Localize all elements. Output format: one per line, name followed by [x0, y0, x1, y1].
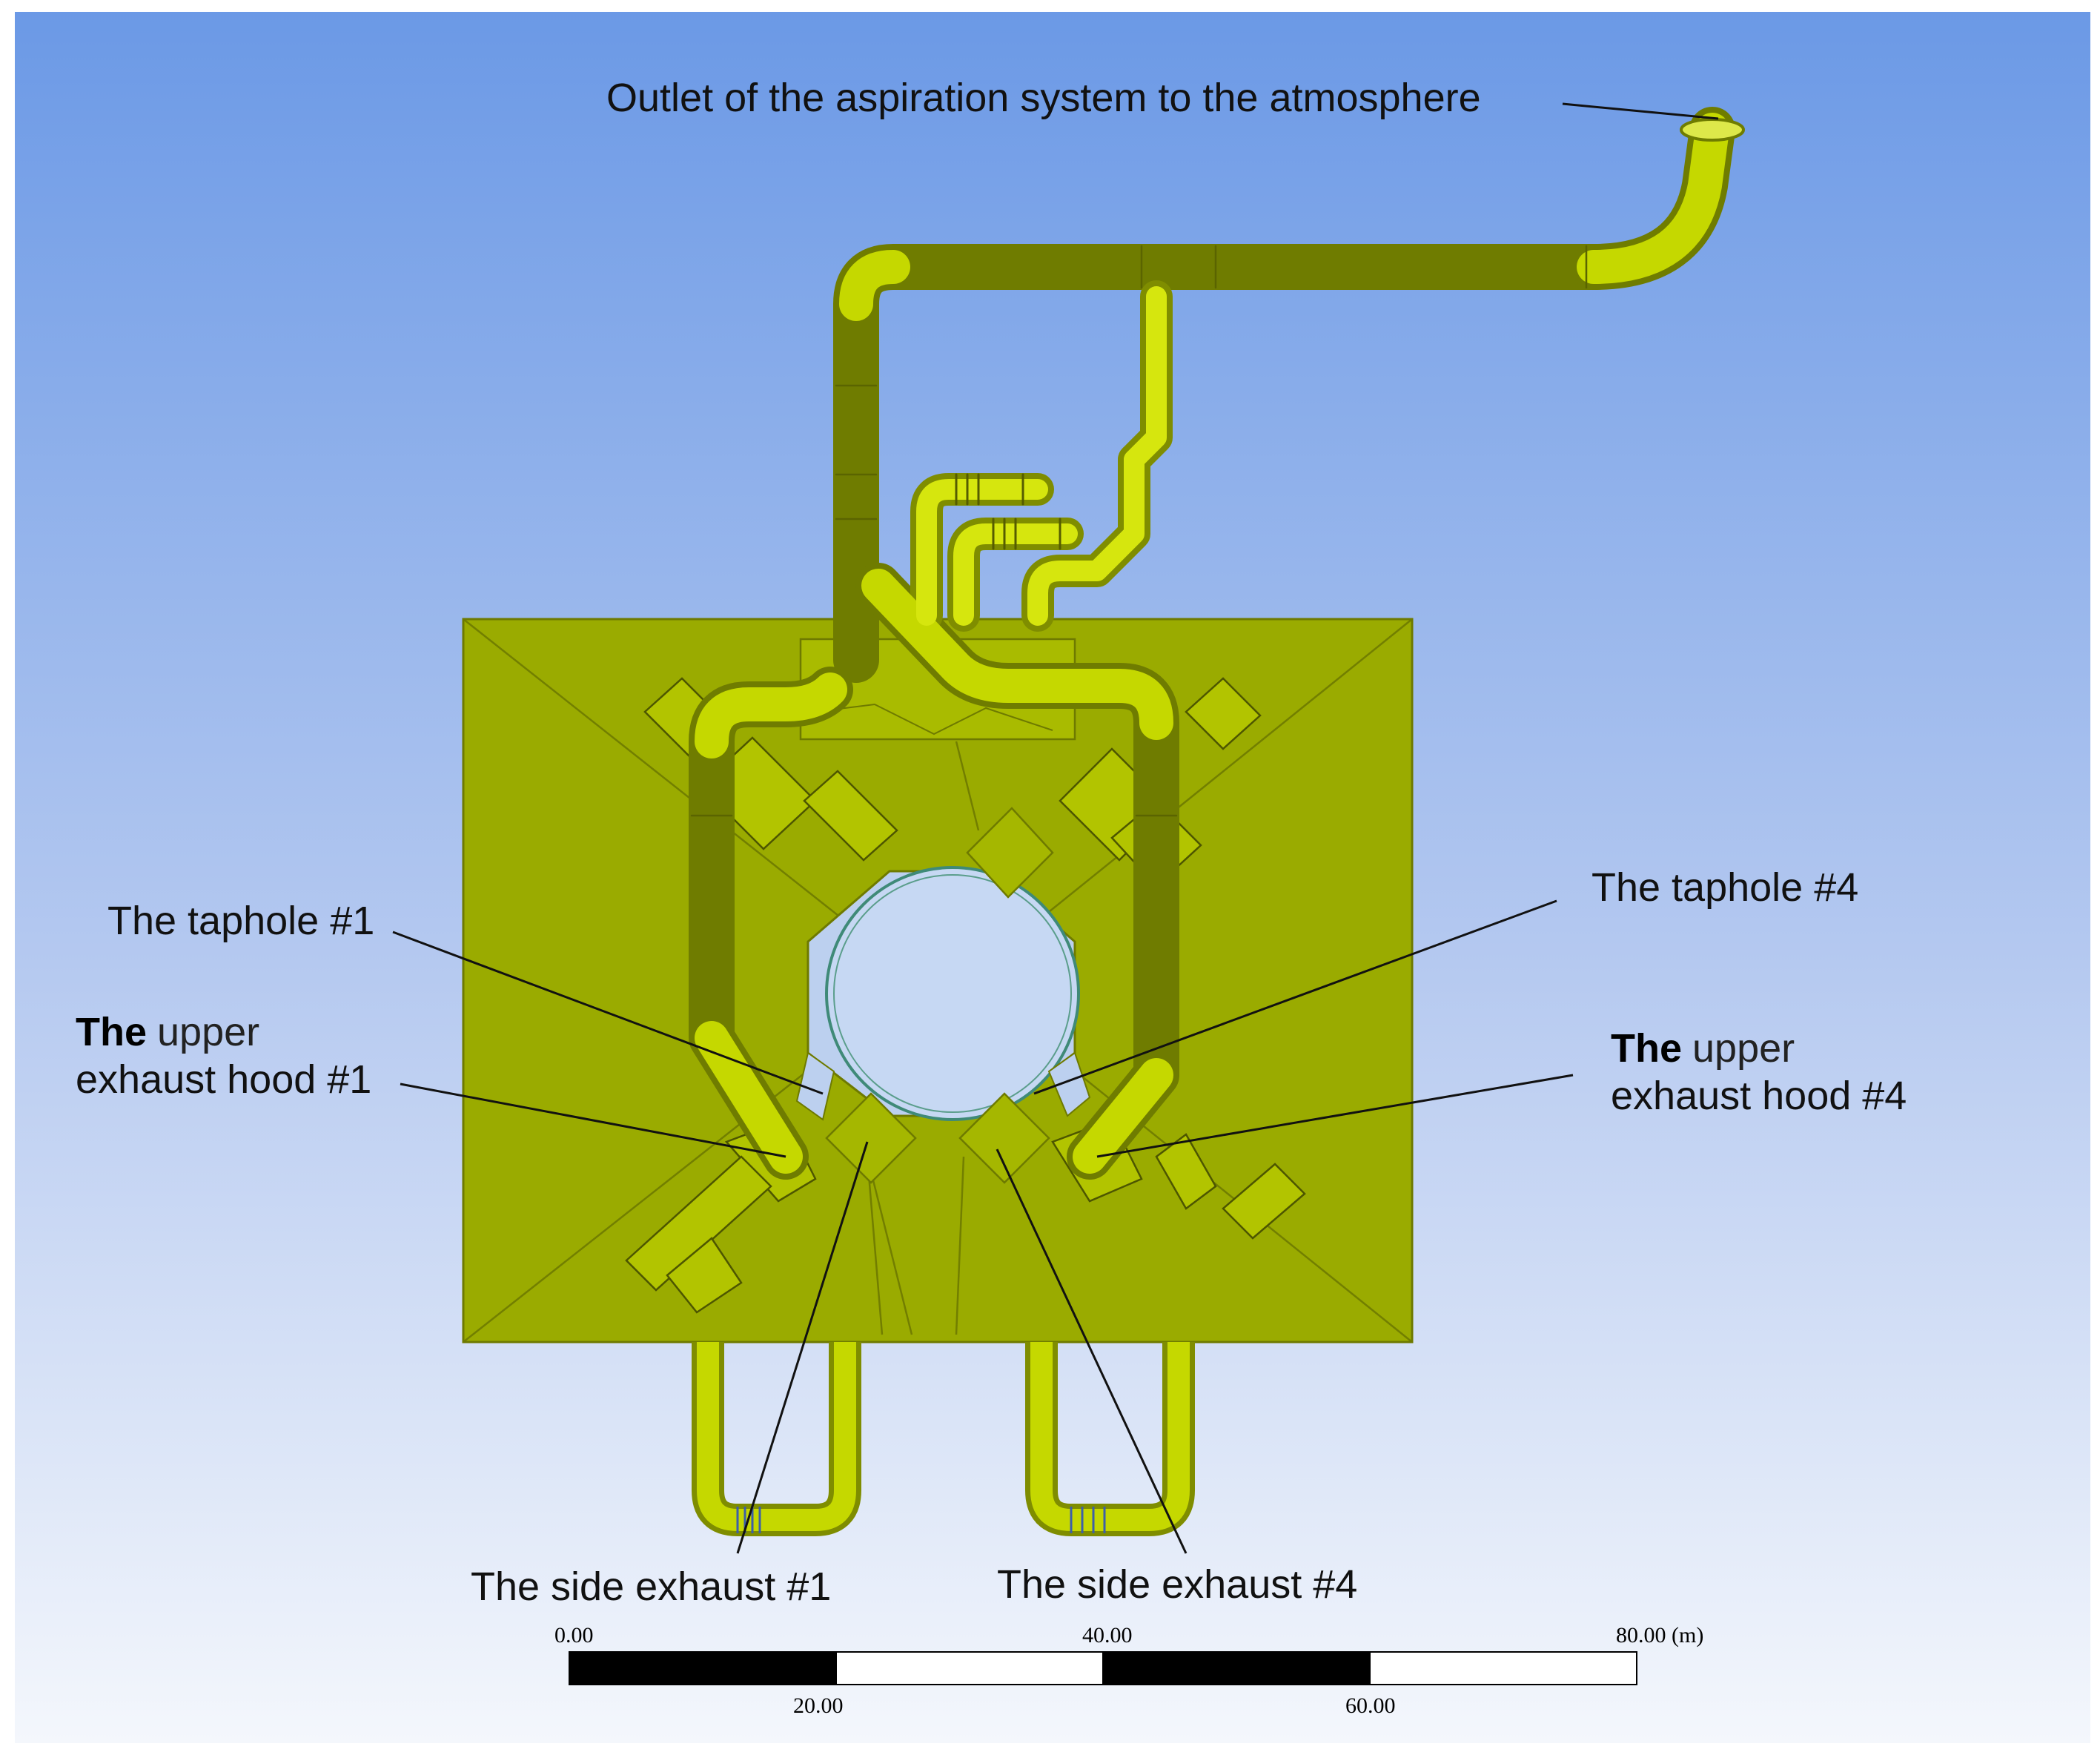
label-taphole-4: The taphole #4: [1591, 865, 1858, 910]
label-rest: upper: [157, 1010, 259, 1054]
label-line2: exhaust hood #4: [1611, 1074, 1907, 1118]
tapholes: [795, 1051, 1091, 1121]
label-prefix: The: [76, 1010, 147, 1054]
scale-bar: 0.00 40.00 80.00 (m) 20.00 60.00: [554, 1623, 1703, 1718]
label-side-exhaust-4: The side exhaust #4: [997, 1562, 1357, 1607]
scale-tick-20: 20.00: [793, 1693, 844, 1718]
label-side-exhaust-1: The side exhaust #1: [471, 1564, 831, 1609]
label-rest: upper: [1692, 1026, 1795, 1071]
scale-tick-0: 0.00: [554, 1623, 594, 1647]
scale-tick-80: 80.00 (m): [1616, 1623, 1703, 1647]
scale-tick-40: 40.00: [1082, 1623, 1133, 1647]
label-taphole-1: The taphole #1: [107, 899, 374, 943]
furnace-opening: [806, 866, 1080, 1121]
scale-tick-60: 60.00: [1345, 1693, 1396, 1718]
bottom-loop-ducts: [692, 1342, 1195, 1536]
label-line2: exhaust hood #1: [76, 1057, 371, 1102]
side-exhaust-boxes: [825, 807, 1054, 1184]
leader-lines: [392, 102, 1719, 1554]
label-prefix: The: [1611, 1026, 1682, 1071]
duct-network: [689, 107, 1745, 1180]
label-outlet: Outlet of the aspiration system to the a…: [606, 76, 1481, 120]
